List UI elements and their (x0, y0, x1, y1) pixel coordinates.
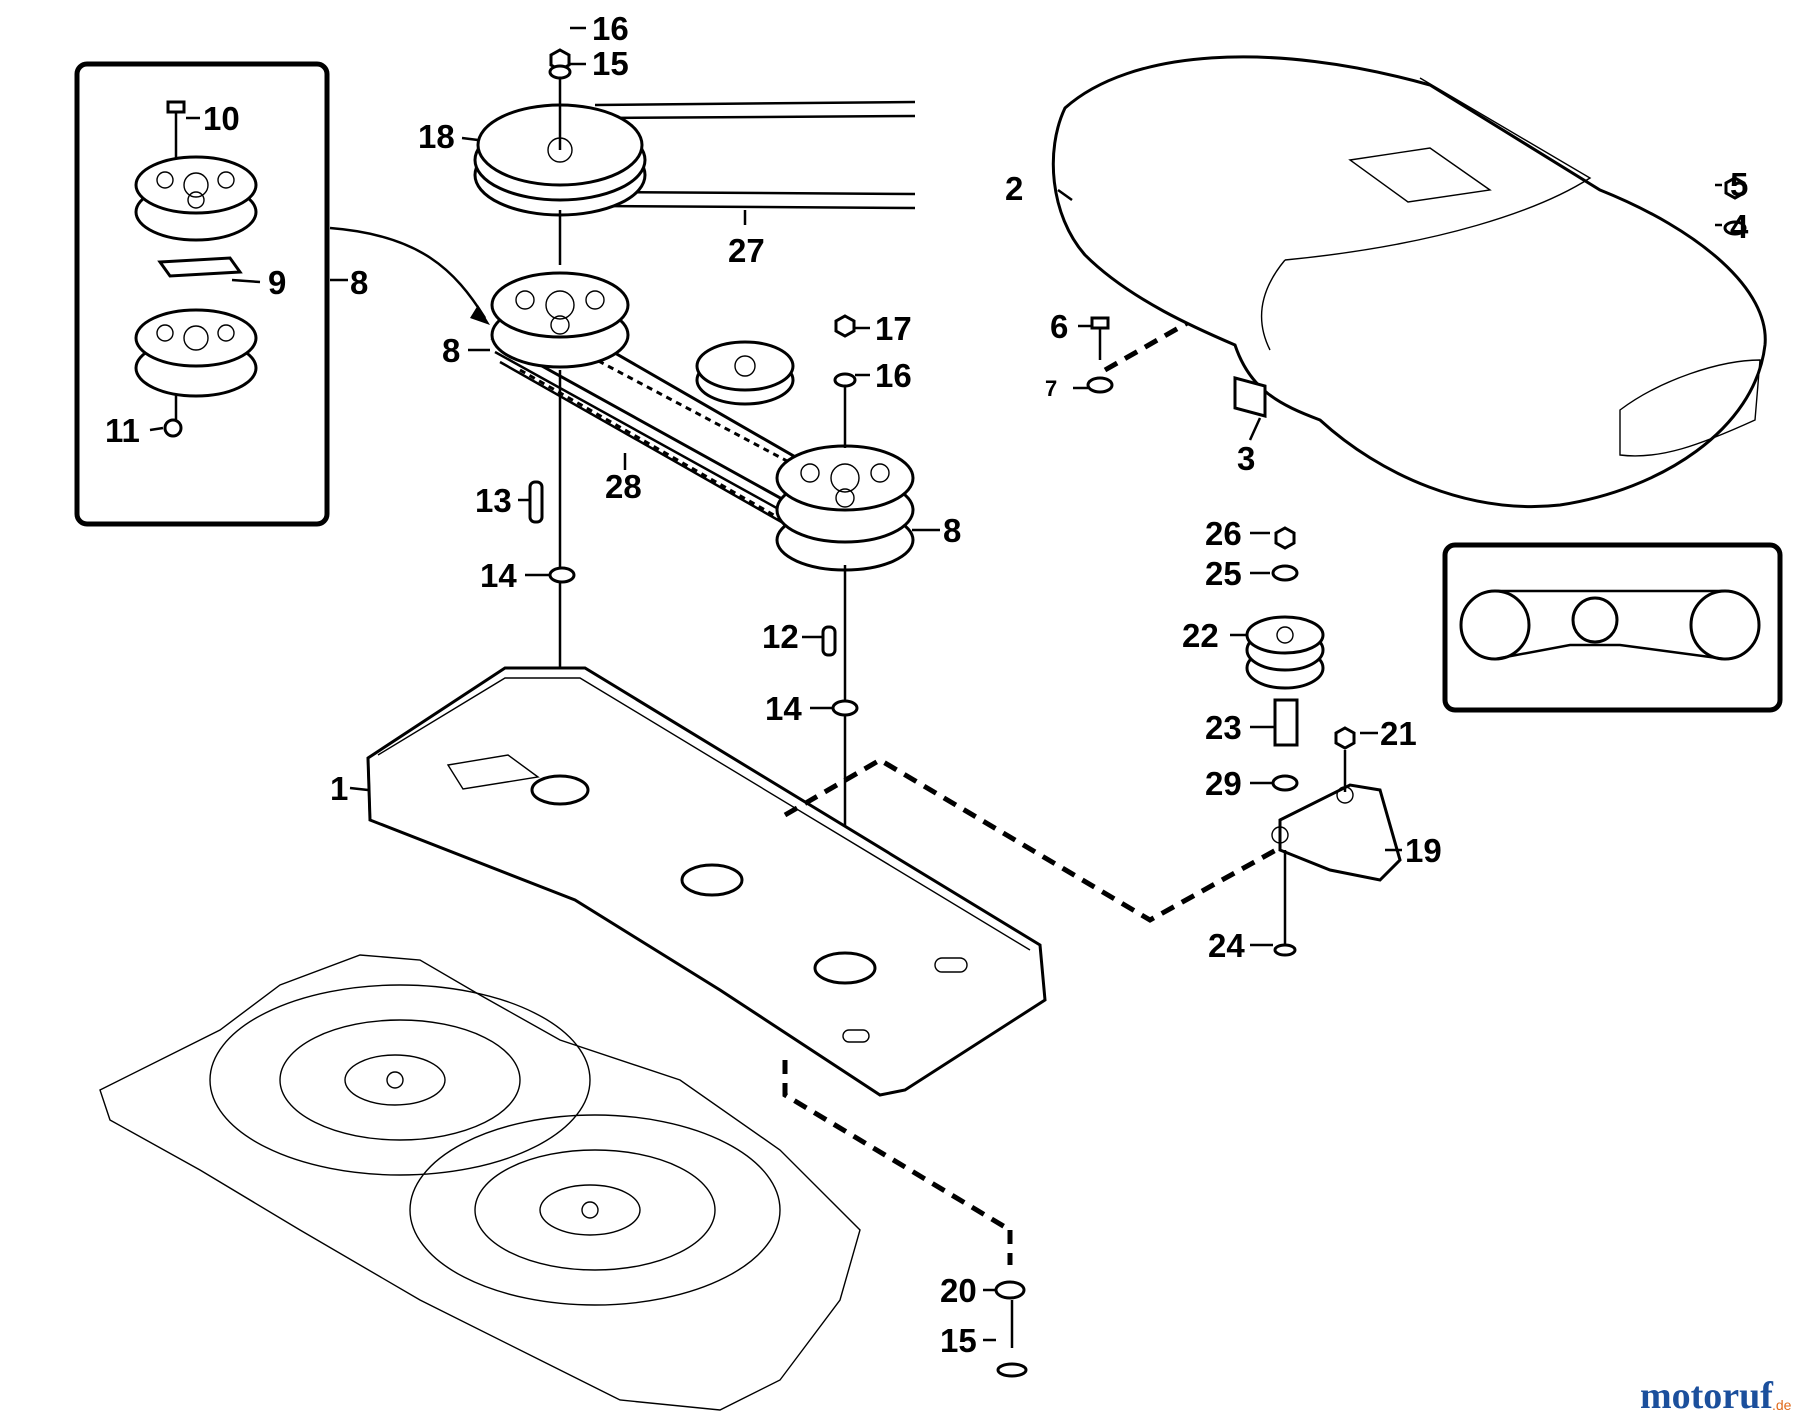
base-plate (366, 666, 1047, 1097)
callout-15b: 16 (875, 357, 912, 394)
callout-1: 1 (330, 770, 348, 807)
washer-14b (831, 699, 859, 717)
mower-deck (99, 954, 861, 1411)
callout-8a: 8 (350, 264, 368, 301)
callout-2: 2 (1005, 170, 1023, 207)
callout-20: 20 (940, 1272, 977, 1309)
belt-routing-inset (1442, 542, 1783, 713)
callout-16b: 17 (875, 310, 912, 347)
washer-14a (548, 566, 576, 584)
callout-25: 25 (1205, 555, 1242, 592)
drive-pulley-17 (473, 48, 916, 265)
callout-19: 15 (940, 1322, 977, 1359)
callout-10: 10 (203, 100, 240, 137)
callout-6: 6 (1050, 308, 1068, 345)
watermark-brand: motoruf (1640, 1375, 1774, 1417)
pin-12 (821, 625, 837, 657)
clip-3 (1233, 376, 1267, 418)
callout-21: 21 (1380, 715, 1417, 752)
callout-12: 12 (762, 618, 799, 655)
callout-3: 3 (1237, 440, 1255, 477)
callout-22: 22 (1182, 617, 1219, 654)
callout-16a: 16 (592, 10, 629, 47)
callout-5: 5 (1730, 166, 1748, 203)
watermark-logo: motoruf .de (1640, 1375, 1792, 1417)
callout-labels: 16 15 18 27 10 9 8 11 8 8 17 16 28 13 12… (105, 10, 1749, 1359)
callout-14b: 14 (765, 690, 802, 727)
callout-14a: 14 (480, 557, 517, 594)
belt-cover (1051, 55, 1767, 509)
callout-11: 11 (105, 412, 140, 449)
callout-18: 19 (1405, 832, 1442, 869)
callout-8b: 8 (442, 332, 460, 369)
callout-24: 24 (1208, 927, 1245, 964)
watermark-suffix: .de (1772, 1397, 1792, 1413)
inset-pulley-detail (74, 61, 330, 527)
callout-15a: 15 (592, 45, 629, 82)
callout-7: 7 (1045, 376, 1057, 401)
pin-13 (528, 480, 544, 524)
leader-lines (149, 26, 1722, 1342)
idler-assembly-right (994, 526, 1402, 1378)
callout-8c: 8 (943, 512, 961, 549)
callout-4: 4 (1730, 208, 1749, 245)
callout-29: 29 (1205, 765, 1242, 802)
callout-27: 27 (728, 232, 765, 269)
callout-28: 28 (605, 468, 642, 505)
callout-13: 13 (475, 482, 512, 519)
callout-26: 26 (1205, 515, 1242, 552)
callout-17: 18 (418, 118, 455, 155)
callout-23: 23 (1205, 709, 1242, 746)
callout-9: 9 (268, 264, 286, 301)
toothed-belt-assembly (490, 271, 915, 980)
